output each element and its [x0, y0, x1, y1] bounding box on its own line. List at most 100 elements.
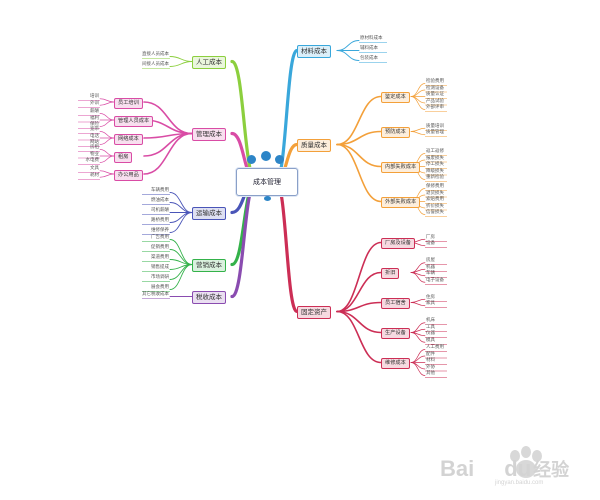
leaf-label[interactable]: 培训	[90, 94, 99, 100]
leaf-label[interactable]: 路桥费用	[151, 217, 169, 223]
leaf-label[interactable]: 展会费用	[151, 284, 169, 290]
leaf-label[interactable]: 信誉损失	[426, 210, 444, 215]
leaf-label[interactable]: 维修保养	[151, 227, 169, 233]
leaf-label[interactable]: 退货损失	[426, 190, 444, 196]
leaf-label[interactable]: 仪器	[426, 331, 435, 337]
link	[410, 332, 426, 343]
leaf-label[interactable]: 外部评审	[426, 105, 444, 110]
leaf-label[interactable]: 司机薪酬	[151, 207, 169, 213]
leaf-label[interactable]: 其他	[426, 371, 435, 376]
leaf-label[interactable]: 宽带	[90, 127, 99, 132]
leaf-label[interactable]: 重新检验	[426, 175, 444, 180]
leaf-label[interactable]: 耗材	[90, 172, 99, 178]
leaf-label[interactable]: 房租	[90, 145, 99, 150]
leaf-label[interactable]: 折价损失	[426, 203, 444, 209]
sub-node[interactable]: 管理人员成本	[114, 115, 154, 127]
leaf-label[interactable]: 其它税收成本	[142, 291, 169, 297]
leaf-label[interactable]: 索赔费用	[426, 197, 444, 202]
link	[274, 179, 299, 314]
leaf-label[interactable]: 机器	[426, 264, 435, 270]
sub-node[interactable]: 网络成本	[114, 133, 143, 145]
leaf-label[interactable]: 外协	[426, 364, 435, 370]
leaf-label[interactable]: 配件	[426, 351, 435, 357]
branch-mgmt[interactable]: 管理成本	[192, 128, 226, 141]
leaf-label[interactable]: 检测设备	[426, 85, 444, 91]
branch-sales[interactable]: 营销成本	[192, 259, 226, 272]
leaf-label[interactable]: 房屋	[426, 258, 435, 264]
leaf-label[interactable]: 原材料成本	[360, 35, 383, 41]
branch-agency[interactable]: 税收成本	[192, 291, 226, 304]
branch-materials[interactable]: 材料成本	[297, 45, 331, 58]
leaf-label[interactable]: 住房	[426, 294, 435, 300]
leaf-label[interactable]: 福利	[90, 115, 99, 121]
sub-node[interactable]: 鉴定成本	[381, 92, 410, 104]
leaf-label[interactable]: 保险	[90, 122, 99, 127]
leaf-label[interactable]: 外训	[90, 100, 99, 106]
leaf-label[interactable]: 水电费	[85, 158, 100, 163]
branch-transport[interactable]: 运输成本	[192, 207, 226, 220]
leaf-label[interactable]: 机床	[426, 318, 435, 324]
sub-node[interactable]: 员工宿舍	[381, 298, 410, 310]
watermark-paw-icon	[510, 446, 542, 478]
branch-quality[interactable]: 质量成本	[297, 139, 331, 152]
leaf-label[interactable]: 产品试验	[426, 98, 444, 104]
leaf-label[interactable]: 材料	[426, 358, 435, 363]
sub-node[interactable]: 厂房及设备	[381, 238, 415, 250]
leaf-label[interactable]: 质量培训	[426, 123, 444, 129]
sub-node[interactable]: 折旧	[381, 268, 400, 280]
leaf-label[interactable]: 家具	[426, 301, 435, 307]
leaf-label[interactable]: 电子设备	[426, 277, 444, 283]
link	[99, 119, 115, 127]
branch-labor[interactable]: 人工成本	[192, 56, 226, 69]
leaf-label[interactable]: 设备	[426, 241, 435, 247]
leaf-label[interactable]: 电话	[90, 133, 99, 139]
link	[336, 50, 360, 61]
sub-node[interactable]: 外部失败成本	[381, 197, 421, 209]
sub-node[interactable]: 预防成本	[381, 127, 410, 139]
sub-node[interactable]: 租房	[114, 151, 133, 163]
leaf-label[interactable]: 直接人员成本	[142, 51, 169, 57]
leaf-label[interactable]: 薪酬	[90, 109, 99, 114]
leaf-label[interactable]: 模具	[426, 337, 435, 343]
leaf-label[interactable]: 检验费用	[426, 79, 444, 84]
leaf-label[interactable]: 厂房	[426, 234, 435, 240]
link	[336, 143, 382, 203]
leaf-label[interactable]: 工具	[426, 324, 435, 330]
leaf-label[interactable]: 渠道费用	[151, 254, 169, 260]
central-node[interactable]: 成本管理	[236, 168, 298, 196]
leaf-label[interactable]: 间接人员成本	[142, 61, 169, 67]
leaf-label[interactable]: 燃油成本	[151, 197, 169, 203]
leaf-label[interactable]: 促销费用	[151, 244, 169, 250]
sub-node[interactable]: 生产设备	[381, 328, 410, 340]
leaf-label[interactable]: 返工返修	[426, 149, 444, 154]
leaf-label[interactable]: 广告费用	[151, 234, 169, 240]
sub-node[interactable]: 办公用品	[114, 169, 143, 181]
leaf-label[interactable]: 质量管理	[426, 130, 444, 136]
decor-dot	[261, 151, 271, 161]
leaf-label[interactable]: 文具	[90, 166, 99, 172]
sub-node[interactable]: 内部失败成本	[381, 162, 421, 174]
link	[410, 96, 426, 110]
leaf-label[interactable]: 质量认证	[426, 92, 444, 97]
leaf-label[interactable]: 保修费用	[426, 184, 444, 189]
link	[336, 95, 382, 146]
link	[336, 310, 382, 334]
leaf-label[interactable]: 停工损失	[426, 162, 444, 167]
sub-node[interactable]: 维修成本	[381, 358, 410, 370]
sub-node[interactable]: 员工培训	[114, 97, 143, 109]
decor-dot	[264, 196, 271, 201]
leaf-label[interactable]: 物业	[90, 151, 99, 157]
leaf-label[interactable]: 人工费用	[426, 345, 444, 350]
leaf-label[interactable]: 报废损失	[426, 155, 444, 161]
leaf-label[interactable]: 销售提成	[151, 264, 169, 270]
leaf-label[interactable]: 包装成本	[360, 55, 378, 61]
leaf-label[interactable]: 车辆费用	[151, 187, 169, 193]
leaf-label[interactable]: 辅料成本	[360, 45, 378, 51]
leaf-label[interactable]: 车辆	[426, 271, 435, 277]
leaf-label[interactable]: 网站	[90, 140, 99, 145]
leaf-label[interactable]: 市场调研	[151, 274, 169, 280]
link	[99, 155, 115, 163]
leaf-label[interactable]: 降级损失	[426, 168, 444, 174]
branch-assets[interactable]: 固定资产	[297, 306, 331, 319]
